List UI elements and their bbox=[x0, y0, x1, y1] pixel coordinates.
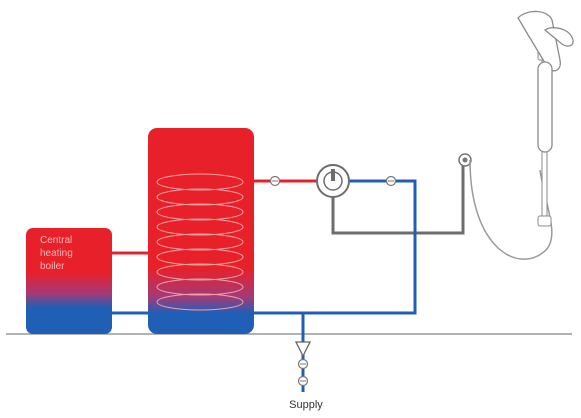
cold-feed-pipe bbox=[254, 179, 417, 315]
isolating-valve-icon bbox=[297, 358, 309, 370]
supply-label: Supply bbox=[289, 399, 323, 411]
hot-water-cylinder bbox=[148, 128, 254, 334]
shower-hose bbox=[469, 159, 553, 260]
thermostatic-mixer-valve-icon bbox=[316, 164, 350, 198]
mixed-water-pipe bbox=[331, 163, 465, 235]
isolating-valve-icon bbox=[297, 375, 309, 387]
boiler-label: Central heating boiler bbox=[40, 235, 73, 272]
central-heating-boiler bbox=[26, 228, 112, 334]
check-valve-icon bbox=[294, 341, 312, 358]
isolating-valve-icon bbox=[385, 175, 397, 187]
shower-head-icon bbox=[517, 10, 574, 153]
shower-outlet-elbow bbox=[458, 153, 472, 167]
isolating-valve-icon bbox=[269, 175, 281, 187]
heating-coil bbox=[156, 173, 244, 311]
